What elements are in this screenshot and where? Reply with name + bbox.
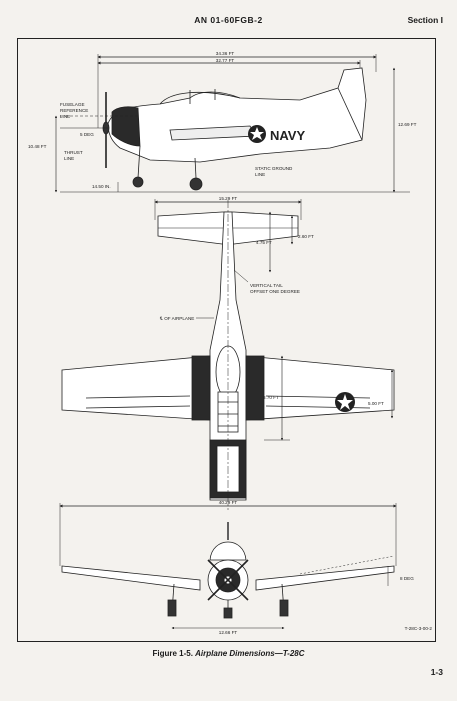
thrust-label-1: THRUST [64,150,83,155]
stab-offset-label: 4.75 FT [256,240,272,245]
overall-length-label: 34.36 FT [216,51,235,56]
fuselage-length-label: 32.77 FT [216,58,235,63]
stab-chord-label: 2.60 FT [298,234,314,239]
figure-code: T-28C-3-00-2 [405,626,433,631]
fuselage-ref-label-3: LINE [60,114,70,119]
navy-marking: NAVY [270,128,305,143]
stab-span-label: 15.29 FT [219,196,238,201]
page-number: 1-3 [430,667,443,677]
figure-label: Figure 1-5. [152,649,193,658]
top-view [61,199,395,510]
wing-roundel [335,392,355,412]
figure-frame [17,38,436,642]
figure-caption: Figure 1-5. Airplane Dimensions—T-28C [0,649,457,658]
doc-number: AN 01-60FGB-2 [194,15,263,25]
static-ground-label-2: LINE [255,172,265,177]
fuselage-ref-label-2: REFERENCE [60,108,88,113]
deg-label: 5 DEG [80,132,94,137]
static-ground-label-1: STATIC GROUND [255,166,293,171]
front-view [59,503,397,630]
tail-height-label: 12.69 FT [398,122,417,127]
navy-roundel [248,125,266,143]
section-label: Section I [407,15,443,25]
fuselage-ref-label-1: FUSELAGE [60,102,85,107]
span-label: 40.29 FT [219,500,238,505]
thrust-label-2: LINE [64,156,74,161]
vertical-tail-label-2: OFFSET ONE DEGREE [250,289,300,294]
wing-width-label: 8.70 FT [263,395,279,400]
vertical-tail-label-1: VERTICAL TAIL [250,283,283,288]
dihedral-label: 8 DEG [400,576,414,581]
tread-label: 12.66 FT [219,630,238,635]
figure-title: Airplane Dimensions—T-28C [195,649,305,658]
centerline-label: ℄ OF AIRPLANE [159,316,194,321]
side-view [54,54,410,193]
prop-clear-label: 10.48 FT [28,144,47,149]
wheel-clear-label: 14.50 IN. [92,184,111,189]
tip-chord-label: 5.00 FT [368,401,384,406]
